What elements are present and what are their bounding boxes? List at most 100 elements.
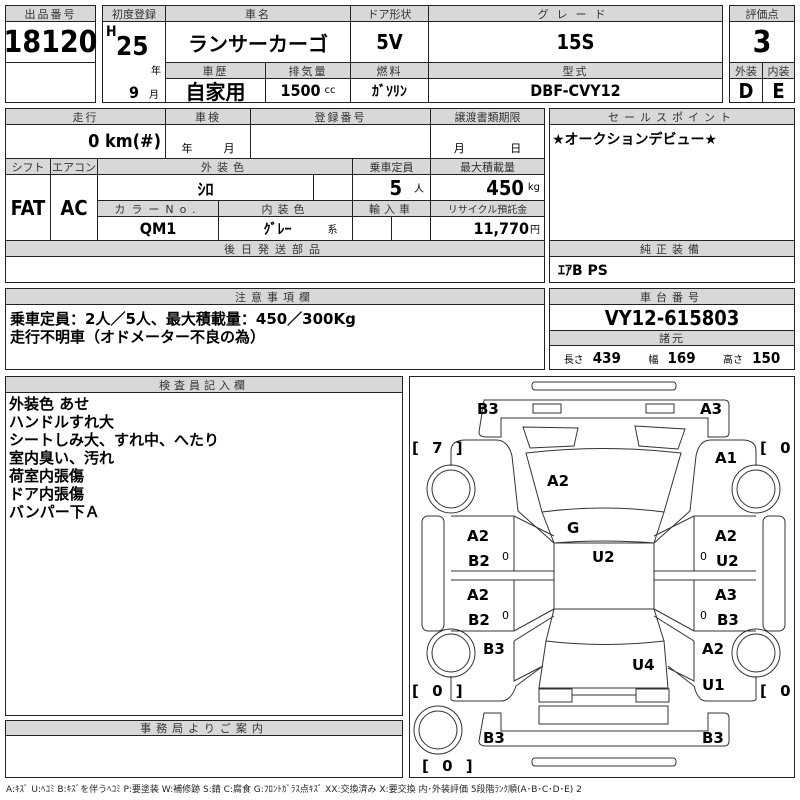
import-label: 輸入車 [352, 200, 431, 217]
height: 高さ 150 [723, 348, 780, 367]
load-value: 450 [486, 175, 524, 200]
spare-tire-depth: [ 0 ] [422, 757, 477, 775]
color-number: QM1 [97, 216, 219, 241]
fender-fr-mark: A1 [715, 449, 738, 467]
name-label: 車名 [165, 5, 351, 22]
inspector-line: シートしみ大、すれ中、へたり [9, 431, 220, 449]
int-grade: E [762, 78, 795, 103]
door-fl-thickness: 0 [502, 550, 509, 563]
aircon: AC [50, 174, 98, 241]
capacity-value: 5 [389, 175, 402, 200]
mileage: 0 km(#) [5, 124, 166, 159]
rear-bumper-left-mark: B3 [483, 729, 505, 747]
transfer-date: 月日 [430, 124, 545, 159]
plate-number [250, 124, 431, 159]
note-line: 乗車定員：2人／5人、最大積載量：450／300Kg [10, 310, 356, 328]
door-fl-mark-2: B2 [468, 552, 490, 570]
spec-label: 諸元 [549, 330, 795, 346]
rear-bumper-right-mark: B3 [702, 729, 724, 747]
door-label: ドア形状 [350, 5, 429, 22]
body-color: ｼﾛ [97, 174, 314, 201]
sales-point: ★オークションデビュー★ [549, 124, 795, 241]
inspector-line: 室内臭い、汚れ [9, 449, 115, 467]
lot-empty [5, 62, 96, 103]
shift-label: シフト [5, 158, 51, 175]
tire-fr-depth: [ 0 ] [760, 439, 800, 457]
plate-label: 登録番号 [250, 108, 431, 125]
inspection-year: 年 [181, 142, 193, 155]
lot-label: 出品番号 [5, 5, 96, 22]
office-label: 事務局よりご案内 [5, 720, 403, 736]
inspector-label: 検査員記入欄 [5, 376, 403, 393]
dimensions: 長さ 439 幅 169 高さ 150 [549, 345, 795, 370]
interior-label: 内装色 [218, 200, 353, 217]
grade: 15S [428, 21, 723, 63]
car-name: ランサーカーゴ [165, 21, 351, 63]
notes-label: 注意事項欄 [5, 288, 545, 305]
score-label: 評価点 [729, 5, 795, 22]
tire-rl-depth: [ 0 ] [412, 682, 467, 700]
load-unit: kg [527, 182, 540, 193]
inspection-month: 月 [223, 142, 235, 155]
int-label: 内装 [762, 62, 795, 79]
notes: 乗車定員：2人／5人、最大積載量：450／300Kg 走行不明車（オドメーター不… [5, 304, 545, 370]
shift: FAT [5, 174, 51, 241]
interior-color: ｸﾞﾚｰ 系 [218, 216, 353, 241]
disp-unit: cc [324, 85, 336, 96]
capacity-unit: 人 [414, 184, 424, 195]
fuel: ｶﾞｿﾘﾝ [350, 78, 429, 103]
color-label: 外装色 [97, 158, 353, 175]
car-outline-icon [413, 381, 786, 767]
length-value: 439 [592, 349, 621, 367]
equipment-label: 純正装備 [549, 240, 795, 257]
fuel-label: 燃料 [350, 62, 429, 79]
score: 3 [729, 21, 795, 63]
reg-year: 25 [116, 32, 149, 62]
door-rr-thickness: 0 [700, 609, 707, 622]
front-bumper-left-mark: B3 [477, 400, 499, 418]
inspector-line: ハンドルすれ大 [9, 413, 115, 431]
width: 幅 169 [648, 348, 695, 367]
tire-fl-depth: [ 7 ] [412, 439, 467, 457]
later-parts-label: 後日発送部品 [5, 240, 545, 257]
colorno-label: カラーNo. [97, 200, 219, 217]
door-rr-mark-1: A3 [715, 586, 738, 604]
transfer-month: 月 [453, 142, 465, 155]
door-type: 5V [350, 21, 429, 63]
recycle-value: 11,770 [473, 219, 529, 238]
quarter-rr-mark-2: U1 [702, 676, 725, 694]
note-line: 走行不明車（オドメーター不良の為） [10, 328, 266, 346]
later-parts [5, 256, 545, 283]
disp-value: 1500 [280, 81, 321, 100]
recycle-unit: 円 [530, 225, 540, 236]
ext-grade: D [729, 78, 763, 103]
reg-date: H 25 年 9 月 [102, 21, 166, 103]
ac-label: エアコン [50, 158, 98, 175]
roof-mark: U2 [592, 548, 615, 566]
chassis-number: VY12-615803 [549, 304, 795, 331]
import-cell-2 [391, 216, 431, 241]
transfer-day: 日 [510, 142, 522, 155]
interior-unit: 系 [327, 225, 338, 236]
lot-number: 18120 [4, 21, 97, 63]
inspector-line: ドア内張傷 [9, 485, 85, 503]
back-door-mark: U4 [632, 656, 655, 674]
tire-rr-depth: [ 0 ] [760, 682, 800, 700]
inspection-date: 年月 [165, 124, 251, 159]
door-fr-mark-1: A2 [715, 527, 738, 545]
era: H [106, 24, 117, 40]
load-label: 最大積載量 [430, 158, 545, 175]
width-value: 169 [667, 349, 696, 367]
interior-value: ｸﾞﾚｰ [263, 221, 292, 238]
damage-diagram: B3 A3 [ 7 ] [ 0 ] A1 A2 G U2 A2 B2 0 A2 … [409, 376, 800, 778]
chassis-label: 車台番号 [549, 288, 795, 305]
inspection-label: 車検 [165, 108, 251, 125]
quarter-rl-mark: B3 [483, 640, 505, 658]
inspector-line: 荷室内張傷 [9, 467, 85, 485]
transfer-label: 譲渡書類期限 [430, 108, 545, 125]
door-rl-thickness: 0 [502, 609, 509, 622]
model-label: 型式 [428, 62, 723, 79]
